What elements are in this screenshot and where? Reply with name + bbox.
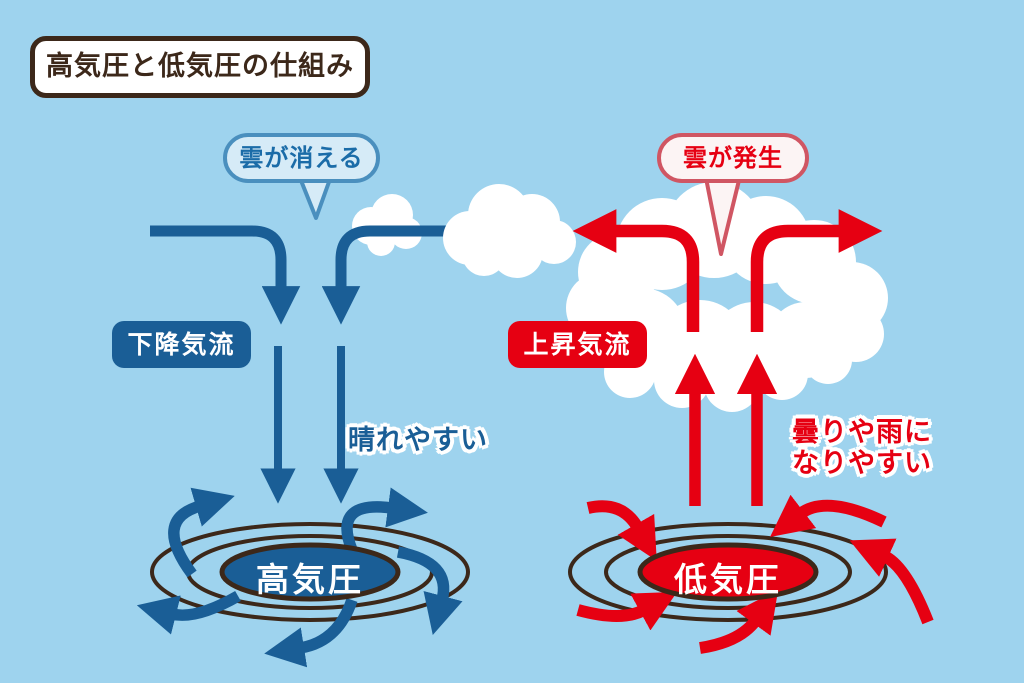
cloudy-rainy-line1: 曇りや雨に (792, 417, 932, 448)
descending-stream-arrows-icon (150, 225, 480, 325)
high-pressure-ellipse (219, 542, 401, 602)
cloud-forms-bubble: 雲が発生 (657, 133, 809, 183)
low-pressure-inflow-arrows-icon (576, 494, 934, 654)
descending-current-label: 下降気流 (112, 321, 251, 368)
high-pressure-outflow-arrows-icon (136, 487, 463, 668)
ascending-vertical-arrows-icon (674, 353, 778, 506)
cloudy-rainy-weather-note: 曇りや雨に なりやすい (792, 417, 932, 479)
low-pressure-ellipse (637, 542, 819, 602)
ascending-stream-arrows-icon (572, 209, 883, 332)
small-dissipating-cloud-icon (352, 194, 422, 256)
cloud-disappears-bubble: 雲が消える (223, 133, 380, 183)
dissipating-cloud-icon (443, 184, 576, 278)
cloudy-rainy-line2: なりやすい (792, 448, 932, 479)
ascending-current-label: 上昇気流 (508, 321, 647, 368)
descending-vertical-arrows-icon (260, 346, 359, 504)
low-pressure-label: 低気圧 (674, 560, 782, 599)
high-pressure-label: 高気圧 (256, 560, 364, 599)
sunny-weather-note: 晴れやすい (348, 425, 488, 456)
diagram-title: 高気圧と低気圧の仕組み (30, 36, 370, 98)
